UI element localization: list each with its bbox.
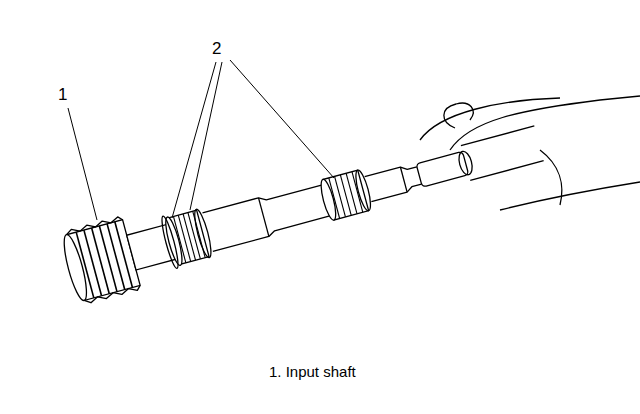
callout-number: 2 (212, 40, 221, 59)
figure-caption: 1. Input shaft (269, 364, 356, 381)
callout-number: 1 (58, 86, 67, 105)
